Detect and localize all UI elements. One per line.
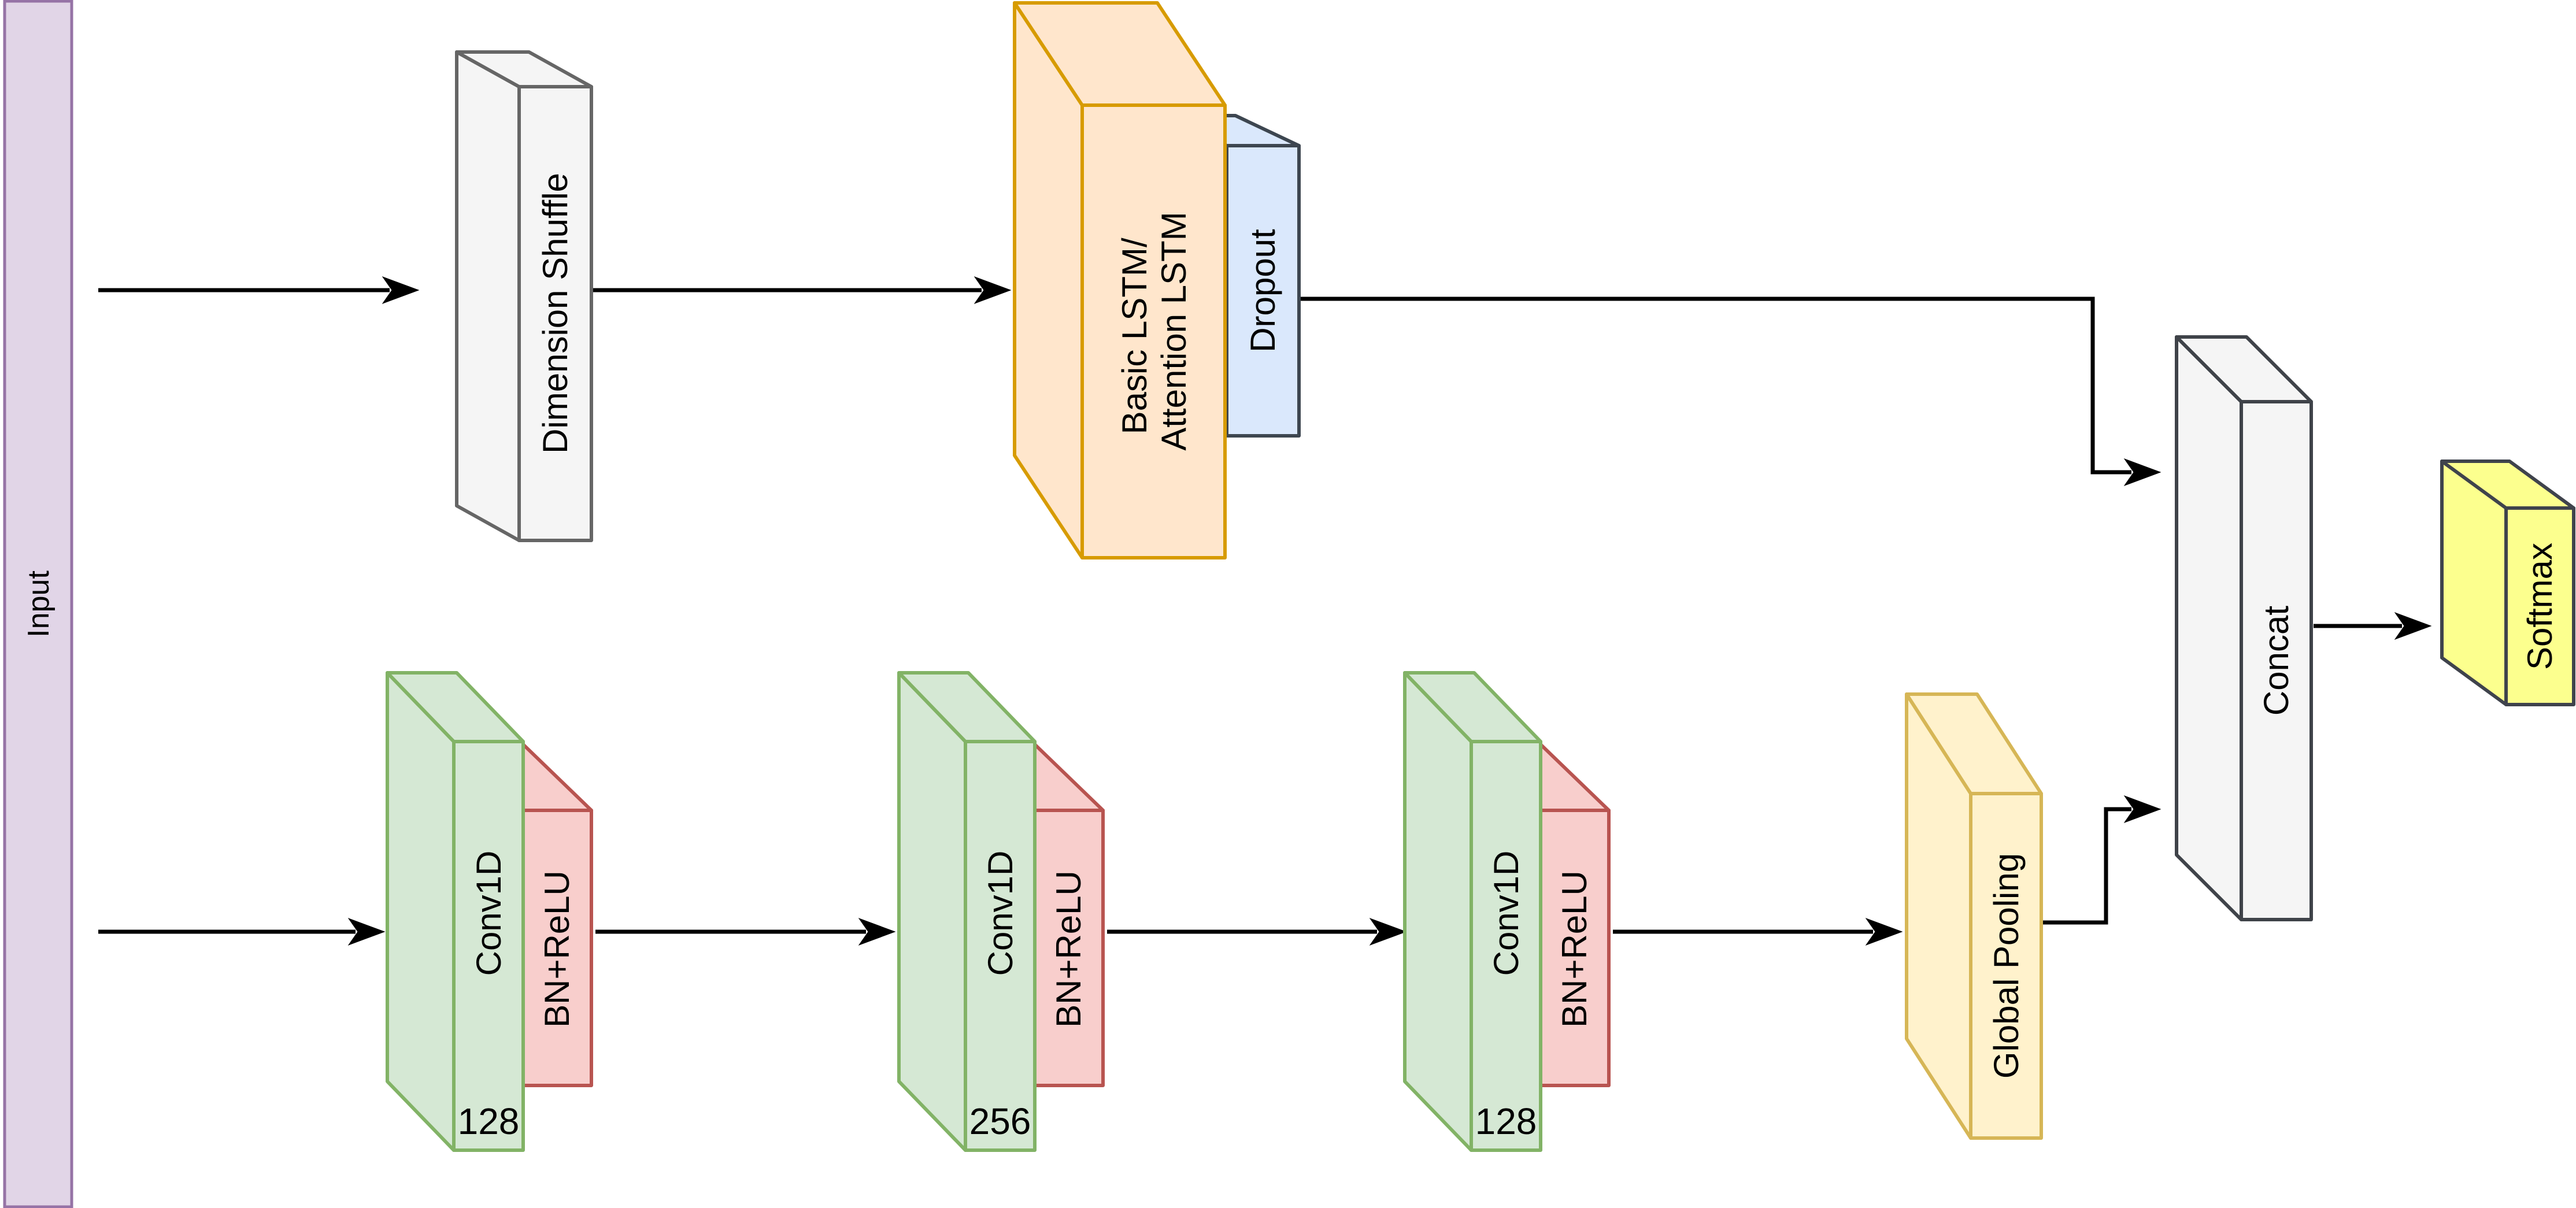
conv1d-1-label: Conv1D	[469, 851, 508, 976]
arrowhead-icon	[2123, 795, 2162, 824]
dropout-label: Dropout	[1243, 229, 1282, 353]
arrowhead-icon	[2123, 458, 2162, 487]
slab-front-face	[452, 740, 525, 1152]
slab-front-face	[1080, 103, 1227, 559]
bn-relu-1-label: BN+ReLU	[538, 870, 576, 1028]
lstm-label-line1: Basic LSTM/	[1115, 238, 1154, 434]
input-bar	[3, 0, 73, 1208]
slab-front-face	[520, 809, 593, 1087]
concat-label: Concat	[2257, 606, 2296, 716]
node-global-pooling: Global Pooling	[1905, 692, 2043, 1140]
node-lstm: Basic LSTM/ Attention LSTM	[1013, 1, 1227, 559]
arrow-line	[1301, 297, 2131, 475]
conv1d-3-filters: 128	[1475, 1100, 1537, 1142]
node-conv1d-2: Conv1D 256	[897, 671, 1037, 1152]
lstm-label-line2: Attention LSTM	[1154, 212, 1193, 451]
node-conv1d-1: Conv1D 128	[386, 671, 525, 1152]
slab-side-face	[2175, 335, 2243, 921]
arrowhead-icon	[382, 276, 420, 305]
slab-side-face	[455, 50, 521, 542]
arrowhead-icon	[1369, 917, 1407, 946]
node-conv1d-3: Conv1D 128	[1403, 671, 1542, 1152]
node-dimension-shuffle: Dimension Shuffle	[455, 50, 593, 542]
arrow-dimension-shuffle-to-lstm	[593, 276, 1012, 305]
slab-front-face	[2504, 506, 2575, 706]
slab-front-face	[2240, 400, 2313, 921]
slab-front-face	[1470, 740, 1542, 1152]
slab-front-face	[517, 85, 593, 542]
arrow-line	[2042, 807, 2131, 925]
arrow-input-to-dimension-shuffle	[98, 276, 420, 305]
node-conv-block-2: BN+ReLU Conv1D 256	[897, 671, 1105, 1152]
arrow-global-pooling-to-concat	[2042, 795, 2162, 925]
node-input: Input	[3, 0, 73, 1208]
conv1d-2-filters: 256	[969, 1100, 1031, 1142]
node-concat: Concat	[2175, 335, 2313, 921]
arrowhead-icon	[347, 917, 386, 946]
arrow-input-to-conv1	[98, 917, 386, 946]
arrow-concat-to-softmax	[2314, 612, 2432, 640]
arrowhead-icon	[1865, 917, 1903, 946]
input-label: Input	[22, 570, 55, 638]
global-pooling-label: Global Pooling	[1987, 853, 2026, 1079]
lstm-label: Basic LSTM/ Attention LSTM	[1115, 212, 1193, 451]
bn-relu-2-label: BN+ReLU	[1049, 870, 1088, 1028]
slab-front-face	[1032, 809, 1105, 1087]
node-conv-block-1: BN+ReLU Conv1D 128	[386, 671, 593, 1152]
node-conv-block-3: BN+ReLU Conv1D 128	[1403, 671, 1611, 1152]
conv1d-2-label: Conv1D	[981, 851, 1020, 976]
arrow-lstm-to-concat	[1301, 297, 2162, 487]
node-softmax: Softmax	[2440, 460, 2575, 706]
slab-front-face	[964, 740, 1037, 1152]
edges	[98, 276, 2432, 946]
slab-front-face	[1969, 792, 2043, 1140]
slab-side-face	[897, 671, 967, 1152]
arrowhead-icon	[974, 276, 1012, 305]
slab-front-face	[1538, 809, 1611, 1087]
slab-side-face	[386, 671, 456, 1152]
arrow-conv3-to-global-pooling	[1613, 917, 1903, 946]
arrow-conv2-to-conv3	[1107, 917, 1407, 946]
arrowhead-icon	[2394, 612, 2432, 640]
arrow-conv1-to-conv2	[595, 917, 896, 946]
conv1d-3-label: Conv1D	[1487, 851, 1526, 976]
bn-relu-3-label: BN+ReLU	[1555, 870, 1594, 1028]
softmax-label: Softmax	[2521, 543, 2559, 670]
arrowhead-icon	[858, 917, 896, 946]
dimension-shuffle-label: Dimension Shuffle	[536, 173, 575, 454]
conv1d-1-filters: 128	[458, 1100, 520, 1142]
slab-side-face	[1403, 671, 1473, 1152]
slab-front-face	[1225, 144, 1301, 438]
